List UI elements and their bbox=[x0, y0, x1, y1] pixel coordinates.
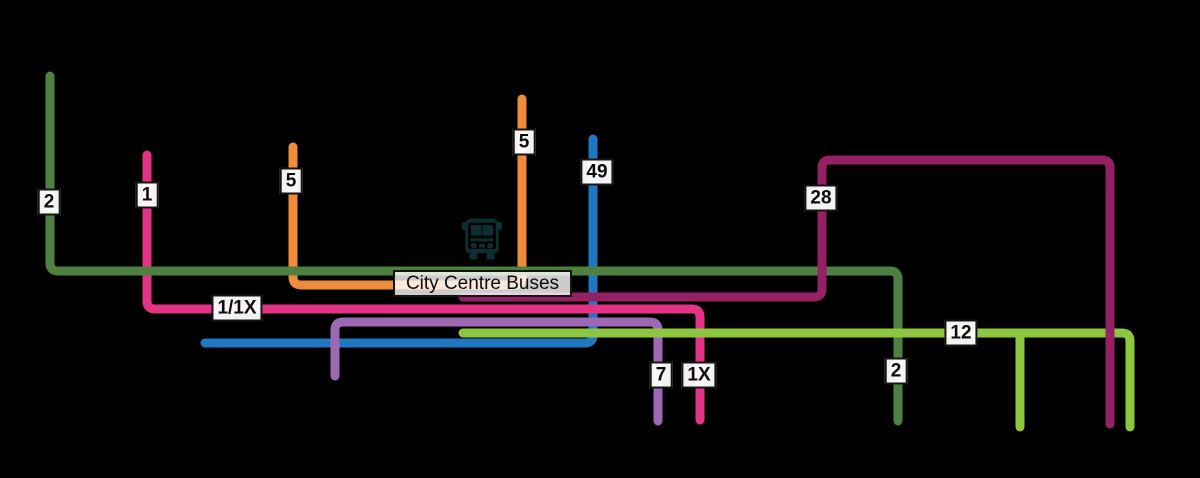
route-badge-5: 5 bbox=[512, 128, 536, 156]
route-badge-5: 5 bbox=[279, 167, 303, 195]
route-badge-49: 49 bbox=[580, 158, 614, 186]
route-badge-12: 12 bbox=[944, 319, 978, 347]
route-badge-7: 7 bbox=[649, 361, 673, 389]
route-badge-2: 2 bbox=[884, 357, 908, 385]
route-badge-1X: 1X bbox=[681, 361, 717, 389]
city-centre-label: City Centre Buses bbox=[393, 270, 572, 297]
route-badge-1/1X: 1/1X bbox=[211, 294, 263, 322]
route-badge-1: 1 bbox=[135, 181, 159, 209]
bus-icon bbox=[461, 218, 503, 260]
route-line-7 bbox=[330, 317, 663, 426]
route-badge-28: 28 bbox=[804, 184, 838, 212]
route-badge-2: 2 bbox=[37, 188, 61, 216]
route-line-12 bbox=[458, 328, 1135, 432]
route-line-1/1X bbox=[142, 150, 705, 425]
route-line-28 bbox=[458, 155, 1115, 429]
